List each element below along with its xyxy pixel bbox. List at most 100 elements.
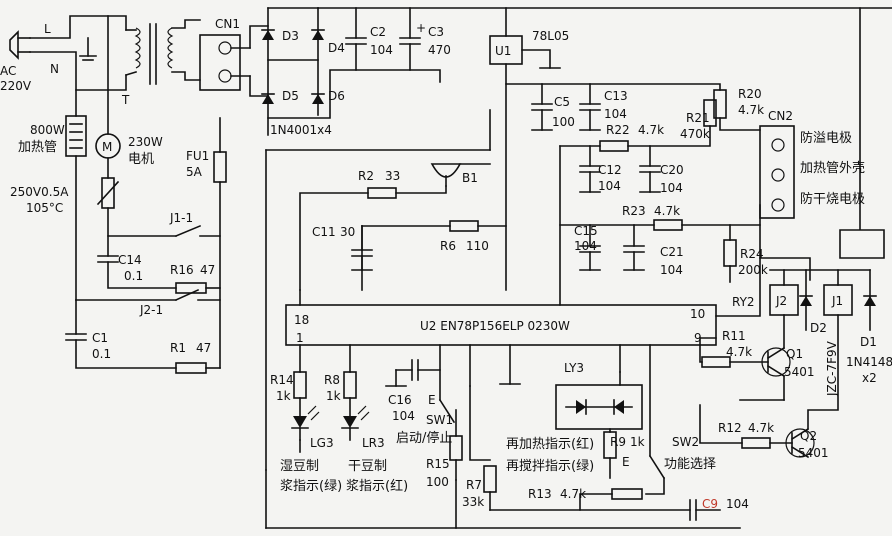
- r11-label: R11: [722, 329, 746, 343]
- r14-resistor: [293, 371, 307, 399]
- d1-part: 1N4148: [846, 355, 892, 369]
- relay-coil-label: JZC-7F9V: [825, 340, 839, 397]
- d2-label: D2: [810, 321, 827, 335]
- u2-pin9: 9: [694, 331, 702, 345]
- lg3-label: LG3: [310, 436, 334, 450]
- c14-value: 0.1: [124, 269, 143, 283]
- c16-value: 104: [392, 409, 415, 423]
- thermo-rating: 250V0.5A: [10, 185, 69, 199]
- line-label: L: [44, 22, 51, 36]
- cn2-label: CN2: [768, 109, 793, 123]
- u2-pin18: 18: [294, 313, 309, 327]
- ly3-led: [555, 384, 643, 430]
- c1-value: 0.1: [92, 347, 111, 361]
- c15-value: 104: [574, 239, 597, 253]
- sw2-name: 功能选择: [664, 457, 716, 472]
- r14-label: R14: [270, 373, 294, 387]
- c12-value: 104: [598, 179, 621, 193]
- c3-value: 470: [428, 43, 451, 57]
- c21-value: 104: [660, 263, 683, 277]
- fu1-fuse: [213, 151, 227, 183]
- cn2-connector: [759, 125, 795, 219]
- r9-label: R9: [610, 435, 626, 449]
- c5-capacitor: [531, 83, 553, 131]
- c2-label: C2: [370, 25, 386, 39]
- c11-value: 30: [340, 225, 355, 239]
- r12-label: R12: [718, 421, 742, 435]
- c15-capacitor: [579, 224, 601, 271]
- sw1-e-label: E: [428, 393, 436, 407]
- r1-value: 47: [196, 341, 211, 355]
- c16-label: C16: [388, 393, 412, 407]
- j1-label: J1: [831, 294, 843, 308]
- c20-label: C20: [660, 163, 684, 177]
- d3-label: D3: [282, 29, 299, 43]
- r8-value: 1k: [326, 389, 341, 403]
- svg-text:+: +: [416, 21, 426, 35]
- r13-resistor: [611, 488, 643, 500]
- transformer: [125, 19, 201, 85]
- r2-value: 33: [385, 169, 400, 183]
- j2-1-label: J2-1: [139, 303, 163, 317]
- r6-label: R6: [440, 239, 456, 253]
- r9-value: 1k: [630, 435, 645, 449]
- u1-part: 78L05: [532, 29, 569, 43]
- r24-value: 200k: [738, 263, 768, 277]
- r14-value: 1k: [276, 389, 291, 403]
- d1-count: x2: [862, 371, 877, 385]
- d5-label: D5: [282, 89, 299, 103]
- cn1-label: CN1: [215, 17, 240, 31]
- buzzer-b1: [430, 163, 462, 187]
- cn2-pin2: 加热管外壳: [800, 161, 865, 176]
- q2-value: 5401: [798, 446, 829, 460]
- r16-label: R16: [170, 263, 194, 277]
- sw1-name: 启动/停止: [396, 430, 452, 446]
- c2-capacitor: [345, 7, 367, 71]
- dry-led-line1: 干豆制: [348, 459, 387, 474]
- q1-label: Q1: [786, 347, 803, 361]
- r12-resistor: [741, 437, 771, 449]
- voltage-label: 220V: [0, 79, 32, 93]
- ac-plug: [9, 30, 31, 60]
- r16-value: 47: [200, 263, 215, 277]
- u2-pin1: 1: [296, 331, 304, 345]
- c15-label: C15: [574, 224, 598, 238]
- r23-value: 4.7k: [654, 204, 680, 218]
- sw1-switch: [438, 398, 456, 424]
- r12-value: 4.7k: [748, 421, 774, 435]
- j1-1-label: J1-1: [169, 211, 193, 225]
- cn2-pin1: 防溢电极: [800, 130, 852, 146]
- bridge-rectifier: [249, 7, 325, 136]
- u2-label: U2 EN78P156ELP 0230W: [420, 319, 570, 333]
- reheat-label: 再加热指示(红): [506, 436, 594, 452]
- c1-label: C1: [92, 331, 108, 345]
- motor-symbol: M: [102, 140, 112, 154]
- b1-label: B1: [462, 171, 478, 185]
- lg3-led: [293, 416, 307, 428]
- restir-label: 再搅拌指示(绿): [506, 458, 594, 474]
- q1-value: 5401: [784, 365, 815, 379]
- sw2-switch: [648, 454, 666, 480]
- ac-label: AC: [0, 64, 16, 78]
- r21-resistor: [703, 99, 717, 127]
- r8-label: R8: [324, 373, 340, 387]
- r7-resistor: [483, 465, 497, 493]
- wet-led-line2: 浆指示(绿): [280, 479, 342, 494]
- c21-label: C21: [660, 245, 684, 259]
- c9-label: C9: [702, 497, 718, 511]
- r20-label: R20: [738, 87, 762, 101]
- transformer-label: T: [121, 93, 130, 107]
- c2-value: 104: [370, 43, 393, 57]
- ly3-label: LY3: [564, 361, 584, 375]
- c12-label: C12: [598, 163, 622, 177]
- c13-capacitor: [579, 83, 601, 131]
- r21-label: R21: [686, 111, 710, 125]
- r1-label: R1: [170, 341, 186, 355]
- r11-value: 4.7k: [726, 345, 752, 359]
- c9-value: 104: [726, 497, 749, 511]
- fu1-value: 5A: [186, 165, 203, 179]
- cn2-pin3: 防干烧电极: [800, 191, 865, 207]
- r15-value: 100: [426, 475, 449, 489]
- r24-resistor: [723, 239, 737, 267]
